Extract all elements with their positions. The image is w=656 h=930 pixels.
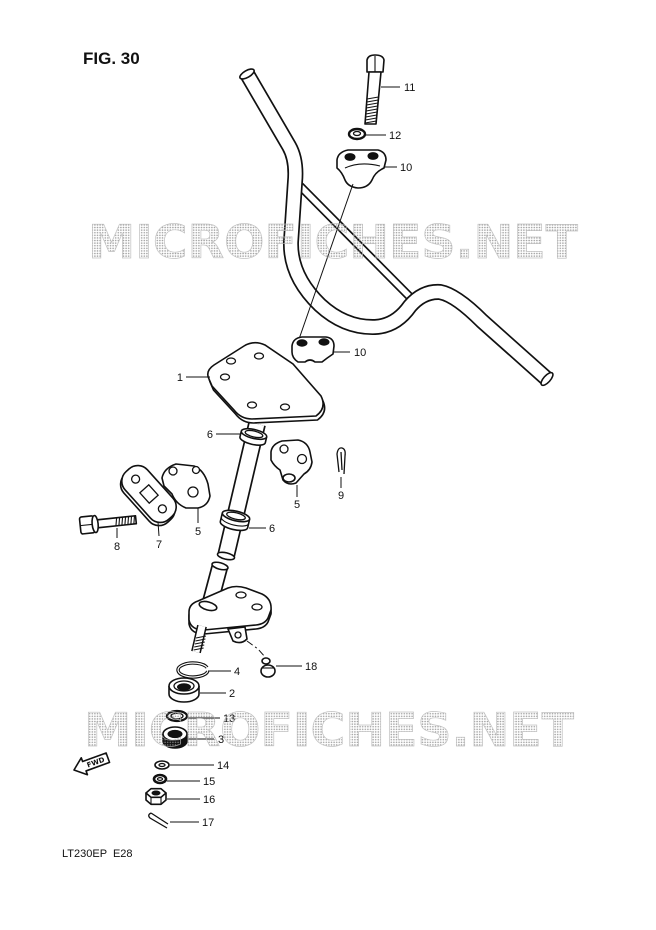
cotter-pin-17 (148, 812, 169, 829)
model-code: LT230EP E28 (62, 848, 133, 860)
washer-12 (347, 127, 367, 141)
washer-14 (154, 760, 170, 770)
leader-lines (116, 86, 400, 823)
plate-7 (119, 464, 177, 527)
callout-label-3: 3 (218, 734, 224, 746)
clamp-5-left (161, 463, 211, 509)
callout-label-5-right: 5 (294, 499, 300, 511)
callout-label-13: 13 (223, 713, 235, 725)
callout-label-6-upper: 6 (207, 429, 213, 441)
forward-direction-arrow: FWD (73, 752, 111, 776)
callout-label-10-upper: 10 (400, 162, 412, 174)
callout-label-12: 12 (389, 130, 401, 142)
steering-stem-lower (188, 561, 272, 652)
handlebar (238, 67, 555, 387)
callout-label-10-lower: 10 (354, 347, 366, 359)
callout-label-8: 8 (114, 541, 120, 553)
callout-label-5-left: 5 (195, 526, 201, 538)
callout-label-17: 17 (202, 817, 214, 829)
callout-label-9: 9 (338, 490, 344, 502)
fitting-alignment-line (246, 640, 267, 659)
callout-label-7: 7 (156, 539, 162, 551)
figure-title: FIG. 30 (83, 49, 140, 68)
callout-labels: 11 12 10 10 1 6 9 5 5 6 7 8 18 4 2 13 3 … (114, 82, 415, 829)
callout-label-6-lower: 6 (269, 523, 275, 535)
callout-label-16: 16 (203, 794, 215, 806)
callout-label-2: 2 (229, 688, 235, 700)
washer-13 (165, 709, 189, 723)
steering-stem-upper (216, 424, 257, 561)
callout-label-14: 14 (217, 760, 229, 772)
bolt-11 (364, 54, 385, 125)
bolt-8 (78, 514, 138, 535)
nut-16 (145, 787, 167, 806)
leader-line-7 (157, 521, 160, 537)
clamp-5-right (270, 439, 313, 485)
handlebar-clamp-upper (336, 149, 387, 189)
callout-label-4: 4 (234, 666, 240, 678)
callout-label-18: 18 (305, 661, 317, 673)
grease-fitting-18 (260, 657, 276, 678)
handlebar-holder-plate (206, 341, 326, 424)
bushing-6-upper (239, 427, 268, 446)
watermark-top: MICROFICHES.NET (88, 215, 579, 269)
bearing-2 (168, 677, 200, 703)
bushing-6-lower (219, 509, 251, 532)
cotter-pin-9 (336, 447, 346, 475)
circlip-4 (176, 661, 210, 679)
seal-3 (162, 726, 188, 749)
callout-label-1: 1 (177, 372, 183, 384)
callout-label-15: 15 (203, 776, 215, 788)
washer-15 (152, 773, 168, 785)
watermark-bottom: MICROFICHES.NET (84, 703, 575, 757)
callout-label-11: 11 (404, 82, 415, 94)
handlebar-clamp-lower (291, 336, 335, 363)
